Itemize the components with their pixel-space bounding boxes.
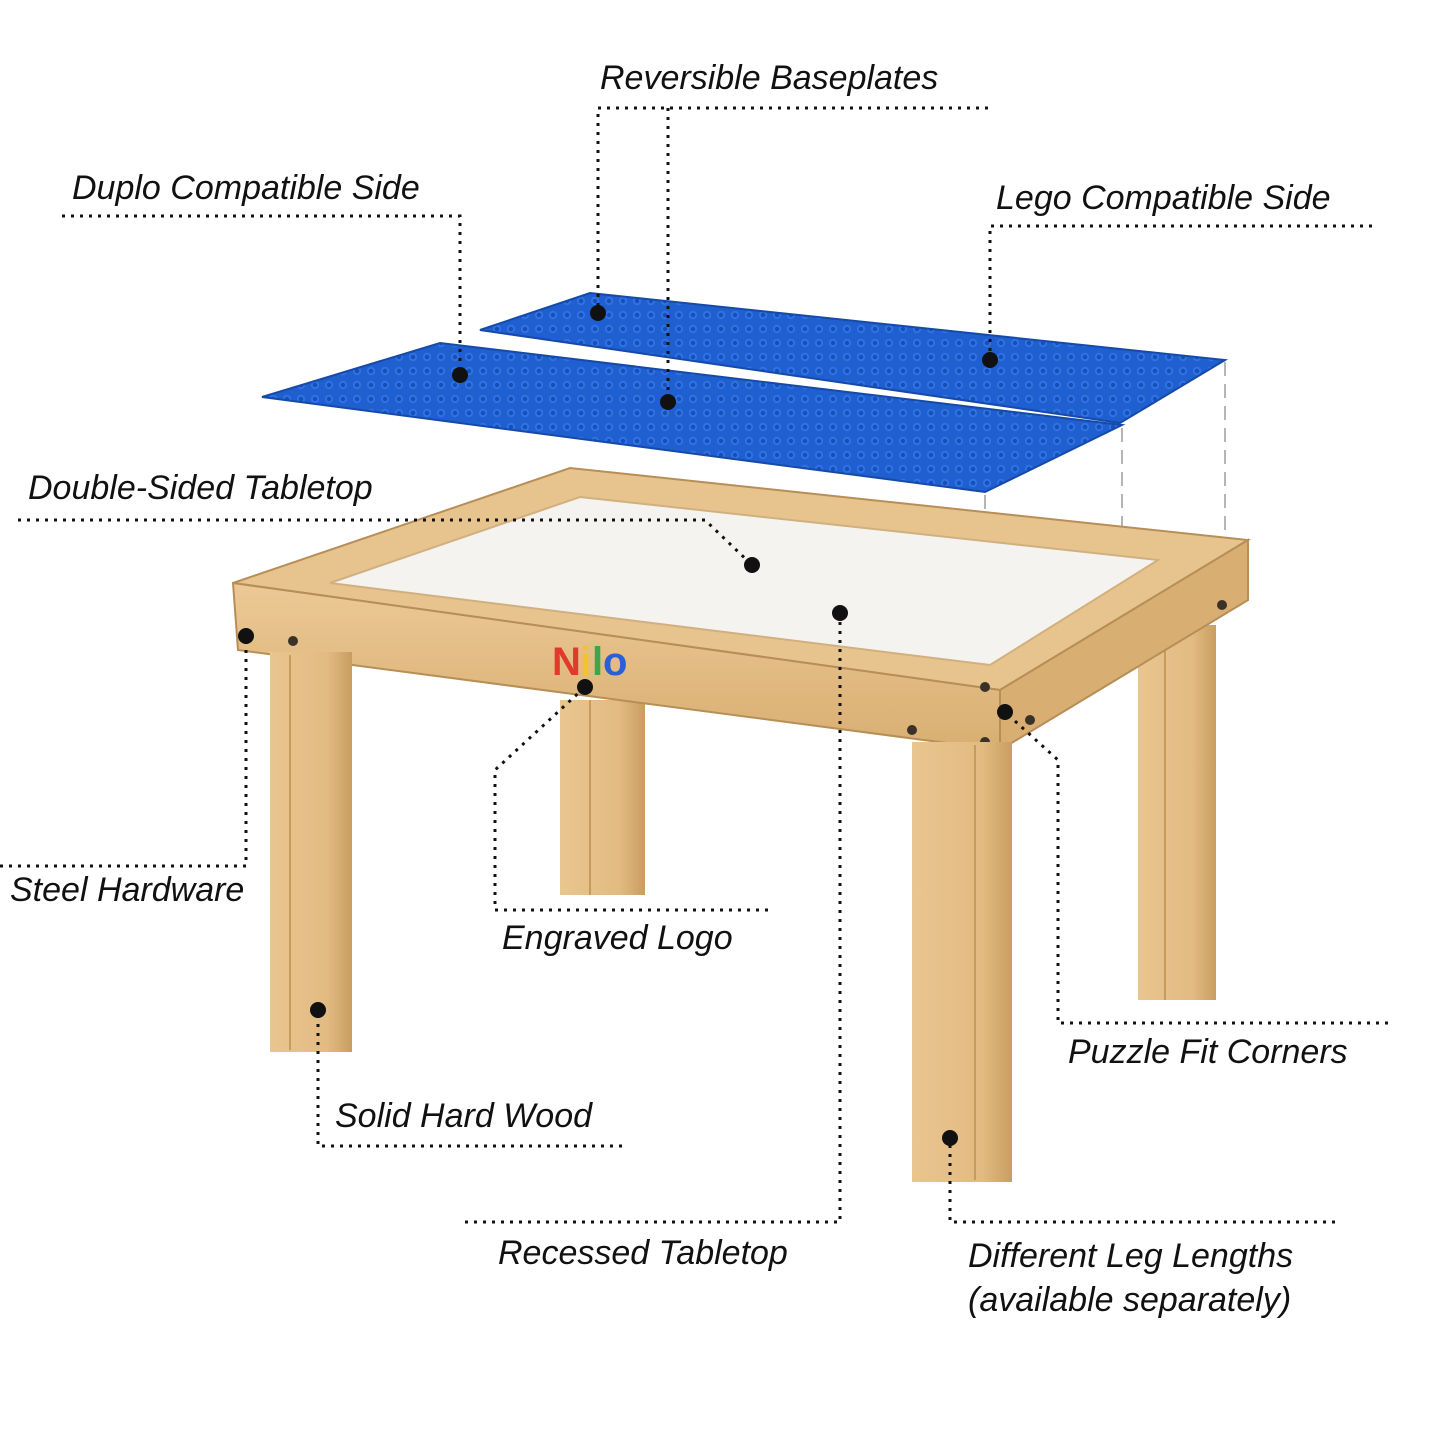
label-leg-lengths: Different Leg Lengths (968, 1237, 1294, 1275)
leader-dots (238, 305, 1013, 1146)
baseplate-duplo (261, 341, 1126, 494)
label-lego-side: Lego Compatible Side (996, 179, 1331, 217)
leg-back-left (560, 700, 645, 895)
leg-back-right (1138, 625, 1216, 1000)
svg-text:N: N (552, 640, 581, 684)
svg-text:o: o (603, 640, 627, 684)
leg-front-right (912, 742, 1012, 1182)
label-engraved-logo: Engraved Logo (502, 919, 733, 957)
leader-lines (0, 106, 1388, 1224)
leg-front-left (270, 652, 352, 1052)
label-leg-lengths-note: (available separately) (968, 1281, 1292, 1319)
svg-text:i: i (580, 640, 591, 684)
table-frame (231, 466, 1252, 752)
tabletop-surface (329, 495, 1161, 667)
label-puzzle-fit-corners: Puzzle Fit Corners (1068, 1033, 1348, 1071)
label-steel-hardware: Steel Hardware (10, 871, 245, 909)
label-reversible-baseplates: Reversible Baseplates (600, 59, 939, 97)
label-double-sided-tabletop: Double-Sided Tabletop (28, 469, 373, 507)
baseplate-lego (479, 291, 1229, 425)
nilo-logo: N i l o (552, 640, 627, 684)
label-duplo-side: Duplo Compatible Side (72, 169, 420, 207)
label-solid-hard-wood: Solid Hard Wood (335, 1097, 593, 1135)
label-recessed-tabletop: Recessed Tabletop (498, 1234, 788, 1272)
svg-text:l: l (592, 640, 603, 684)
